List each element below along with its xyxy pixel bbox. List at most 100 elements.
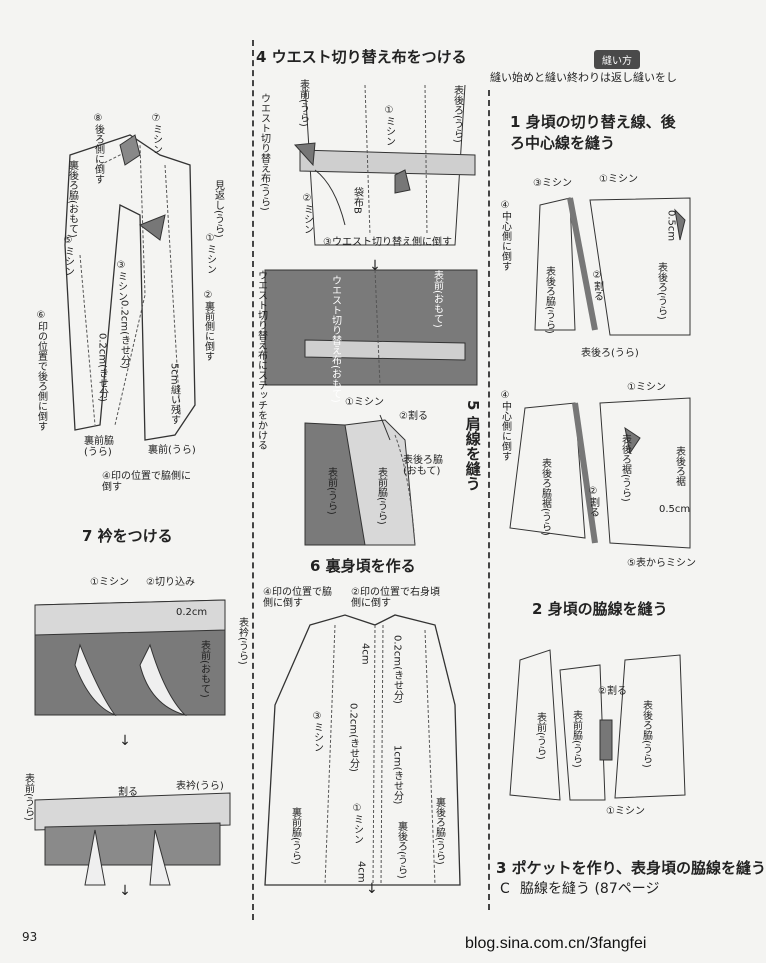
label-fold2: ②印の位置で右身頃側に倒す — [351, 587, 440, 609]
arrow-down-step6: ↓ — [366, 881, 378, 897]
label-front-face: 表前(おもて) — [431, 270, 443, 328]
label-cut2: ②切り込み — [146, 577, 195, 588]
label-front: 裏前(うら) — [148, 445, 196, 456]
label-back-face: 表後ろ(うら) — [655, 262, 667, 320]
pattern-page: ⑧後ろ側に倒す ⑦ミシン 裏後ろ脇(おもて) 見返し(うら) ⑤ミシン ①ミシン… — [0, 40, 766, 952]
shoulder-diagram — [304, 414, 416, 546]
step5-title: 5 肩線を縫う — [463, 400, 482, 491]
waist-diagram: ↓ — [264, 84, 478, 386]
label-split2b: ②割る — [587, 486, 599, 517]
svg-text:↓: ↓ — [369, 258, 381, 274]
step6-title: 6 裏身頃を作る — [310, 557, 416, 575]
label-sew5: ⑤ミシン — [62, 235, 74, 276]
label-split: ②割る — [399, 411, 428, 422]
label-fold4: ④印の位置で脇側に倒す — [102, 471, 191, 493]
label-cm05: 0.5cm — [665, 210, 677, 242]
label-cm02a: 0.2cm(きせ分) — [391, 635, 403, 704]
column-divider-left — [252, 40, 254, 920]
label-back-back: 表後ろ(うら) — [451, 85, 463, 143]
label-sew1b: ①ミシン — [627, 382, 666, 393]
label-sew1: ①ミシン — [345, 397, 384, 408]
label-back-skirt-r: 表後ろ裾(うら) — [619, 434, 631, 502]
step3-prefix: C — [500, 881, 510, 897]
label-fold4: ④中心側に倒す — [499, 200, 511, 271]
label-leave5: 5cm縫い残す — [168, 363, 180, 425]
label-split: 割る — [118, 787, 138, 798]
step2-diagram: 表前(うら) 表前脇(うら) ②割る 表後ろ脇(うら) ①ミシン — [500, 630, 690, 825]
label-cm02: 0.2cm(きせ分) — [118, 300, 130, 369]
step1-top-diagram: ③ミシン ①ミシン ④中心側に倒す 0.5cm ②割る 表後ろ脇(うら) 表後ろ… — [495, 170, 691, 370]
label-front-side: 表前脇(うら) — [570, 710, 582, 768]
label-back-side-l: 裏後ろ脇(うら) — [433, 797, 445, 865]
label-sew1: ①ミシン — [204, 233, 216, 274]
label-cm05b: 0.5cm — [659, 504, 691, 515]
label-sew3: ③ミシン — [533, 178, 572, 189]
label-from-face5: ⑤表からミシン — [627, 558, 696, 569]
label-stitch: ウエスト切り替え布にステッチをかける — [255, 270, 267, 450]
label-cm02b: 0.2cm(きせ分) — [347, 703, 359, 772]
step1-title: 1 身頃の切り替え線、後ろ中心線を縫う — [510, 113, 676, 152]
left-top-diagram: ⑧後ろ側に倒す ⑦ミシン 裏後ろ脇(おもて) 見返し(うら) ⑤ミシン ①ミシン… — [0, 95, 250, 515]
label-back: 表後ろ(うら) — [581, 348, 639, 359]
label-front-side: 表前脇(うら) — [375, 467, 387, 525]
step3-title: 3 ポケットを作り、表身頃の脇線を縫う — [496, 859, 766, 877]
label-front-back: 表前(うら) — [22, 773, 34, 821]
step2-title: 2 身頃の脇線を縫う — [532, 600, 668, 618]
svg-text:↓: ↓ — [119, 883, 131, 899]
label-sew3: ③ミシン — [115, 260, 127, 301]
step7-diagram: ↓ ↓ ①ミシン ②切り込み 0.2cm 表衿(うら) 表前(おもて) 表前(う… — [0, 565, 250, 905]
side-seam-diagram — [509, 649, 686, 801]
label-sew7: ⑦ミシン — [150, 113, 162, 154]
label-fold4b: ④中心側に倒す — [499, 390, 511, 461]
column-divider-right — [488, 90, 490, 910]
label-front-back: 表前(うら) — [297, 79, 309, 127]
label-front-face: 表前(おもて) — [198, 640, 210, 698]
label-cm02b: 0.2cm(きせ分) — [96, 333, 108, 402]
step3-line2: 脇線を縫う (87ページ — [520, 881, 660, 897]
label-cm02: 0.2cm — [176, 607, 208, 618]
label-sew2: ②ミシン — [301, 193, 313, 234]
label-split2: ②割る — [591, 270, 603, 301]
label-front-side: 裏前脇(うら) — [289, 807, 301, 865]
step5-diagram: ①ミシン ②割る 表後ろ脇(おもて) 表前(うら) 表前脇(うら) — [295, 395, 460, 546]
label-front: 表前(うら) — [534, 712, 546, 760]
step7-title: 7 衿をつける — [82, 527, 173, 545]
label-back: 裏後ろ(うら) — [395, 821, 407, 879]
label-front-side: 裏前脇(うら) — [84, 436, 114, 458]
label-collar-back2: 表衿(うら) — [176, 781, 224, 792]
footer-url: blog.sina.com.cn/3fangfei — [465, 935, 647, 952]
label-cm4b: 4cm — [355, 861, 367, 883]
label-fold2: ②裏前側に倒す — [202, 290, 214, 361]
step4-title: 4 ウエスト切り替え布をつける — [256, 48, 467, 66]
label-fold4: ④印の位置で脇側に倒す — [263, 587, 332, 609]
step1-bottom-diagram: ④中心側に倒す ①ミシン 表後ろ裾(うら) 表後ろ脇裾(うら) ②割る 表後ろ裾… — [495, 378, 696, 573]
label-sew1: ①ミシン — [351, 803, 363, 844]
label-sew1: ①ミシン — [599, 174, 638, 185]
label-back-side: 表後ろ脇(うら) — [543, 266, 555, 334]
label-sew1: ①ミシン — [606, 806, 645, 817]
label-sew1: ①ミシン — [90, 577, 129, 588]
label-split2: ②割る — [598, 686, 627, 697]
label-back-side-face: 表後ろ脇(おもて) — [403, 455, 443, 477]
header-subtitle: 縫い始めと縫い終わりは返し縫いをし — [490, 71, 677, 84]
label-back-side-skirt: 表後ろ脇裾(うら) — [539, 458, 551, 536]
step4-diagram: ↓ 表前(うら) 表後ろ(うら) ウエスト切り替え布(うら) ①ミシン ②ミシン… — [255, 75, 487, 450]
collar-diagram: ↓ ↓ — [34, 599, 231, 899]
page-number: 93 — [22, 930, 38, 944]
back-skirt-diagram — [509, 397, 691, 549]
header-badge: 縫い方 — [594, 50, 640, 69]
label-back-side: 表後ろ脇(うら) — [640, 700, 652, 768]
label-cm4a: 4cm — [359, 643, 371, 665]
label-waist-face: ウエスト切り替え布(おもて) — [329, 275, 341, 403]
label-sew3: ③ミシン — [311, 711, 323, 752]
back-seam-diagram — [534, 197, 691, 336]
label-sew1: ①ミシン — [383, 105, 395, 146]
label-fold6: ⑥印の位置で後ろ側に倒す — [35, 310, 47, 431]
svg-text:↓: ↓ — [119, 733, 131, 749]
label-facing: 見返し(うら) — [212, 180, 224, 238]
label-waist-back: ウエスト切り替え布(うら) — [258, 93, 270, 211]
label-back-skirt: 表後ろ裾 — [673, 446, 685, 486]
label-collar-back: 表衿(うら) — [236, 617, 248, 665]
label-fold3: ③ウエスト切り替え側に倒す — [323, 237, 452, 248]
label-fold8: ⑧後ろ側に倒す — [92, 113, 104, 184]
